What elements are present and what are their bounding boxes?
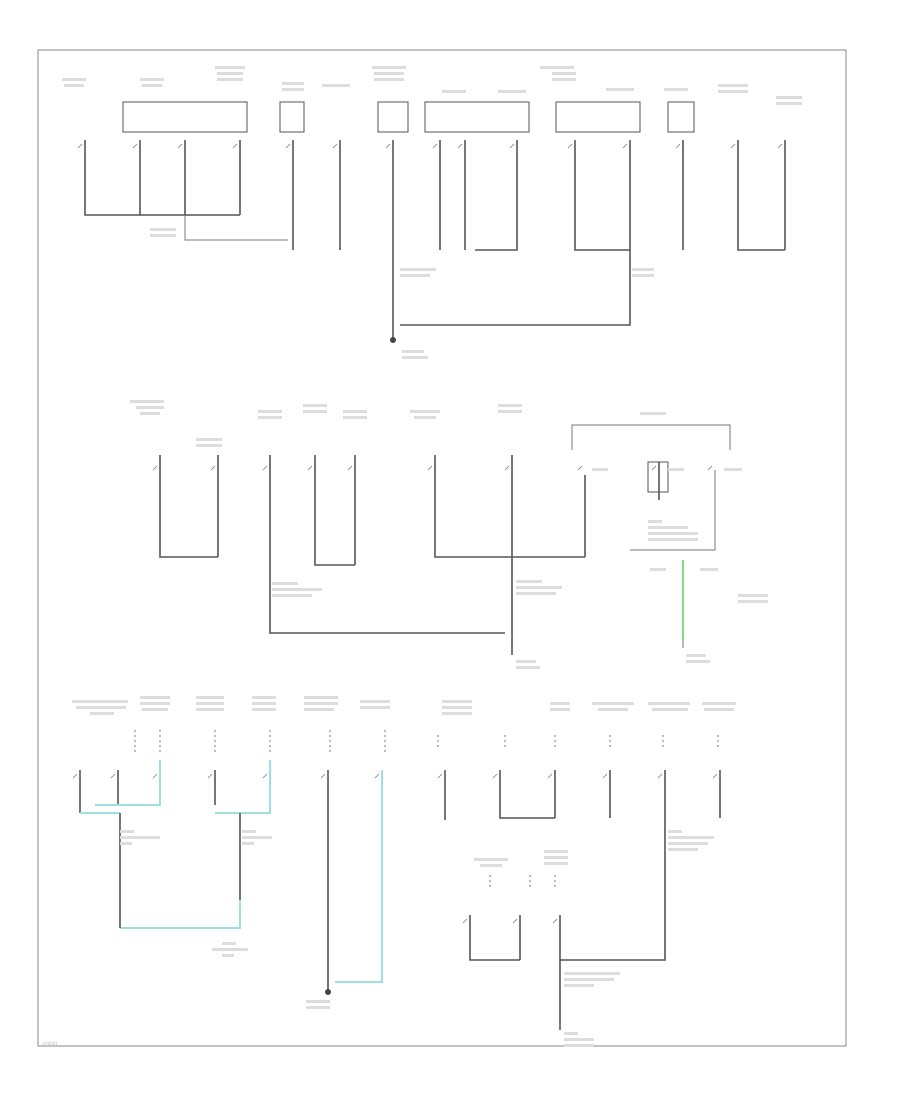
component-box <box>122 101 248 133</box>
bottom-section <box>72 696 736 1047</box>
component-box <box>424 101 530 133</box>
connector-box <box>647 461 669 493</box>
component-labels-top <box>62 66 802 359</box>
component-box <box>667 101 695 133</box>
component-box <box>555 101 641 133</box>
component-box <box>377 101 409 133</box>
component-box <box>279 101 305 133</box>
middle-section <box>130 400 768 669</box>
top-section <box>62 66 802 359</box>
component-labels-middle <box>130 400 768 669</box>
figure-id: G00001 <box>42 1041 58 1046</box>
component-labels-bottom <box>72 696 736 1047</box>
diagram-border <box>37 49 847 1047</box>
